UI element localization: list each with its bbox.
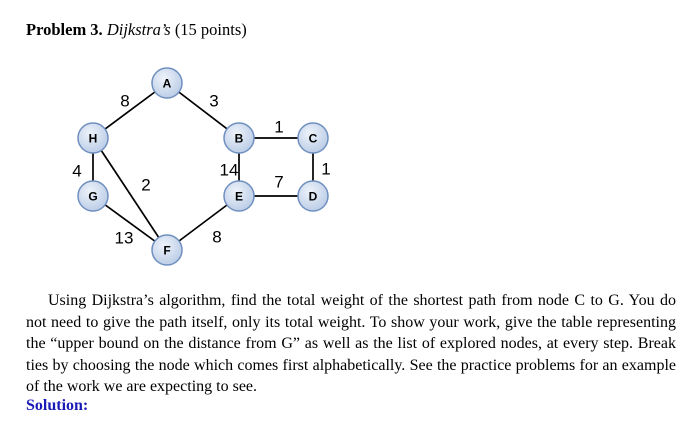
problem-title: Dijkstra’s bbox=[106, 20, 171, 39]
node-a: A bbox=[151, 67, 183, 99]
edge-weight-h-a: 8 bbox=[120, 92, 129, 111]
node-circle bbox=[151, 234, 183, 266]
edge-weight-c-d: 1 bbox=[321, 160, 330, 179]
node-e: E bbox=[223, 180, 255, 212]
node-circle bbox=[297, 180, 329, 212]
problem-description: Using Dijkstra’s algorithm, find the tot… bbox=[26, 292, 676, 395]
edge-weight-b-e: 14 bbox=[220, 161, 239, 180]
node-c: C bbox=[297, 122, 329, 154]
edge-weight-h-g: 4 bbox=[72, 162, 81, 181]
edge-weight-f-e: 8 bbox=[212, 228, 221, 247]
node-circle bbox=[223, 180, 255, 212]
node-label: B bbox=[235, 132, 244, 146]
node-h: H bbox=[77, 122, 109, 154]
node-circle bbox=[77, 180, 109, 212]
node-label: D bbox=[309, 190, 318, 204]
edge-weight-g-f: 13 bbox=[115, 229, 134, 248]
node-label: G bbox=[88, 190, 97, 204]
problem-number: Problem 3. bbox=[26, 20, 103, 39]
node-d: D bbox=[297, 180, 329, 212]
node-circle bbox=[223, 122, 255, 154]
node-g: G bbox=[77, 180, 109, 212]
edge-h-f bbox=[92, 137, 168, 251]
node-circle bbox=[77, 122, 109, 154]
node-label: F bbox=[163, 244, 170, 258]
solution-label: Solution: bbox=[26, 397, 89, 414]
node-label: E bbox=[235, 190, 243, 204]
problem-heading: Problem 3. Dijkstra’s (15 points) bbox=[26, 20, 247, 40]
graph-diagram: 8 3 1 1 7 14 4 2 13 8 A B C D E F G H bbox=[72, 67, 331, 266]
node-f: F bbox=[151, 234, 183, 266]
problem-points: (15 points) bbox=[174, 20, 247, 39]
node-circle bbox=[297, 122, 329, 154]
edge-weight-e-d: 7 bbox=[274, 173, 283, 192]
node-b: B bbox=[223, 122, 255, 154]
node-label: H bbox=[89, 132, 98, 146]
node-label: A bbox=[163, 77, 172, 91]
node-label: C bbox=[309, 132, 318, 146]
node-circle bbox=[151, 67, 183, 99]
edge-weight-a-b: 3 bbox=[209, 92, 218, 111]
edge-weight-b-c: 1 bbox=[274, 118, 283, 137]
edge-weight-h-f: 2 bbox=[141, 176, 150, 195]
